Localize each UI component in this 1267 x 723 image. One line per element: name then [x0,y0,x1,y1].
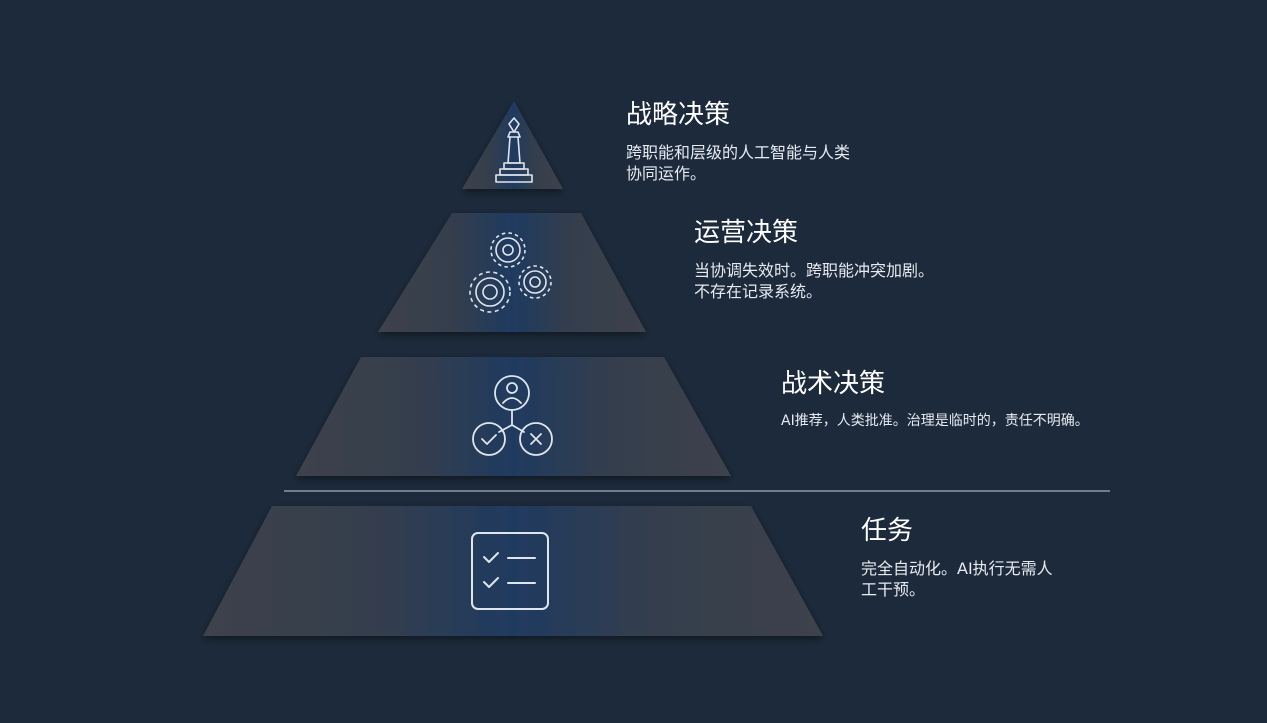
pyramid-tier-operational [378,213,646,332]
tier-description: 当协调失效时。跨职能冲突加剧。 不存在记录系统。 [694,261,935,301]
tier-tactical-label: 战术决策 AI推荐，人类批准。治理是临时的，责任不明确。 [781,367,1089,432]
tier-tasks-label: 任务 完全自动化。AI执行无需人 工干预。 [861,514,1053,600]
tier-operational-label: 运营决策 当协调失效时。跨职能冲突加剧。 不存在记录系统。 [694,216,934,302]
chess-king-icon [495,117,533,183]
checklist-icon [471,532,549,610]
tier-strategic-label: 战略决策 跨职能和层级的人工智能与人类 协同运作。 [626,98,850,184]
tier-title: 任务 [861,516,914,546]
gears-icon [469,232,552,313]
tier-title: 运营决策 [694,218,799,248]
tier-description: AI推荐，人类批准。治理是临时的，责任不明确。 [781,413,1089,429]
tier-title: 战术决策 [781,369,886,399]
tier-description: 完全自动化。AI执行无需人 工干预。 [861,559,1053,599]
pyramid-tier-tactical [296,357,731,476]
tier-title: 战略决策 [626,100,731,130]
tier-description: 跨职能和层级的人工智能与人类 协同运作。 [626,143,851,183]
approval-flow-icon [472,375,553,456]
pyramid-tier-strategic [462,101,563,189]
pyramid-tier-tasks [203,506,823,636]
